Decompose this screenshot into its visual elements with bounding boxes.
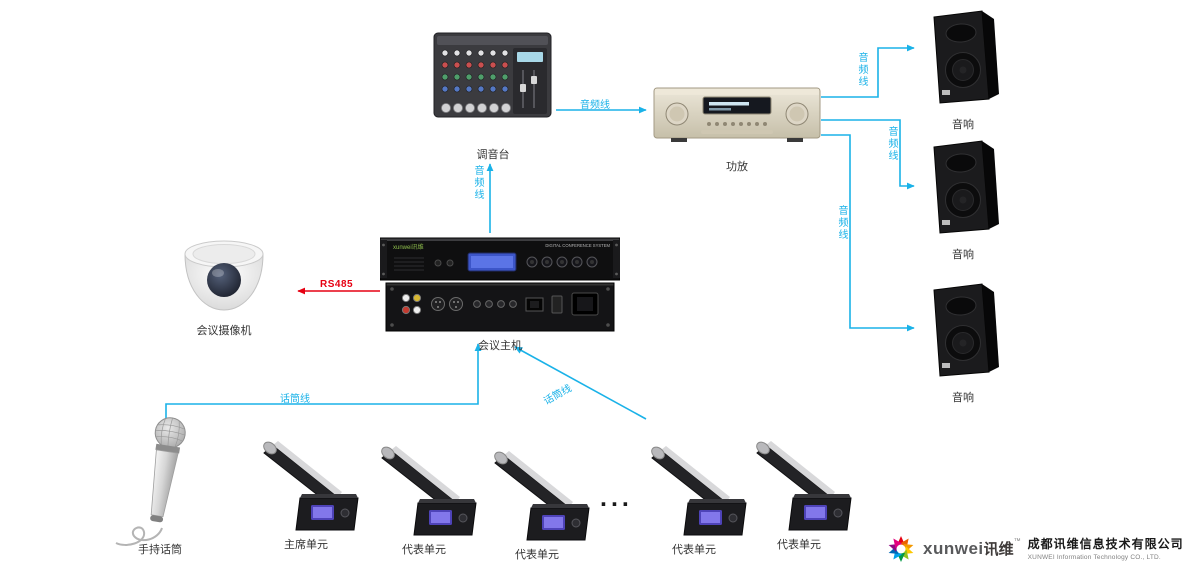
speaker-1-label: 音响 <box>952 119 974 131</box>
handheld-mic-device <box>112 412 212 555</box>
cable-mics-left-to-host <box>165 343 482 421</box>
mixer-device <box>433 28 553 127</box>
camera-device <box>178 228 270 325</box>
speaker-illustration <box>933 10 999 104</box>
more-units-ellipsis: ... <box>600 484 633 512</box>
conference-unit-illustration <box>494 451 590 541</box>
conference-host-label: 会议主机 <box>478 340 522 352</box>
speaker-illustration <box>933 140 999 234</box>
mixer-illustration <box>433 32 552 118</box>
amplifier-label: 功放 <box>726 161 748 173</box>
delegate-unit-4-label: 代表单元 <box>777 539 821 551</box>
chairman-unit-label: 主席单元 <box>284 539 328 551</box>
company-name-cn: 成都讯维信息技术有限公司 <box>1027 537 1184 551</box>
cable-label-speaker-3: 音频线 <box>836 205 847 241</box>
cable-label-host-mixer: 音频线 <box>472 165 483 201</box>
chairman-unit-device <box>250 436 362 541</box>
speaker-device-1 <box>925 10 1001 109</box>
cable-label-mic-right: 话筒线 <box>542 383 574 408</box>
camera-label: 会议摄像机 <box>196 325 252 337</box>
cable-label-mic-left: 话筒线 <box>280 394 310 405</box>
handheld-mic-illustration <box>115 417 186 546</box>
conference-unit-illustration <box>651 446 747 536</box>
speaker-device-2 <box>925 140 1001 239</box>
conference-host-device: xunwei讯维 DIGITAL CONFERENCE SYSTEM <box>379 236 621 339</box>
dome-camera-illustration <box>184 240 264 311</box>
cable-mics-right-to-host <box>514 346 647 420</box>
cable-label-speaker-2: 音频线 <box>886 126 897 162</box>
trademark-mark: ™ <box>1013 537 1021 545</box>
brand-en: xunwei <box>923 538 984 558</box>
mixer-label: 调音台 <box>476 149 510 161</box>
footer-brand-area: xunwei讯维™ 成都讯维信息技术有限公司 XUNWEI Informatio… <box>886 533 1184 563</box>
amplifier-illustration <box>653 87 821 142</box>
handheld-mic-label: 手持话筒 <box>138 544 182 556</box>
delegate-unit-1-label: 代表单元 <box>402 544 446 556</box>
speaker-2-label: 音响 <box>952 249 974 261</box>
cable-label-mixer-amp: 音频线 <box>580 100 610 111</box>
conference-unit-illustration <box>381 446 477 536</box>
host-panel-text: DIGITAL CONFERENCE SYSTEM <box>545 243 610 248</box>
speaker-illustration <box>933 283 999 377</box>
conference-unit-illustration <box>756 441 852 531</box>
conference-unit-illustration <box>263 441 359 531</box>
delegate-unit-device-1 <box>368 441 480 546</box>
amplifier-device <box>653 82 821 151</box>
delegate-unit-3-label: 代表单元 <box>672 544 716 556</box>
footer-company-info: 成都讯维信息技术有限公司 XUNWEI Information Technolo… <box>1028 535 1184 561</box>
company-name-en: XUNWEI Information Technology CO., LTD. <box>1027 554 1161 561</box>
brand-cn: 讯维 <box>983 540 1014 558</box>
cable-label-rs485: RS485 <box>320 279 354 290</box>
cable-amp-to-speaker-2 <box>821 119 915 190</box>
delegate-unit-device-2 <box>481 446 593 551</box>
delegate-unit-device-4 <box>743 436 855 541</box>
cable-label-speaker-1: 音频线 <box>856 52 867 88</box>
delegate-unit-device-3 <box>638 441 750 546</box>
host-logo-text: xunwei讯维 <box>393 243 424 251</box>
conference-host-illustration: xunwei讯维 DIGITAL CONFERENCE SYSTEM <box>379 237 621 332</box>
footer-brand-name: xunwei讯维™ <box>923 538 1021 559</box>
speaker-3-label: 音响 <box>952 392 974 404</box>
speaker-device-3 <box>925 283 1001 382</box>
delegate-unit-2-label: 代表单元 <box>515 549 559 561</box>
xunwei-starburst-logo-icon <box>888 536 914 562</box>
